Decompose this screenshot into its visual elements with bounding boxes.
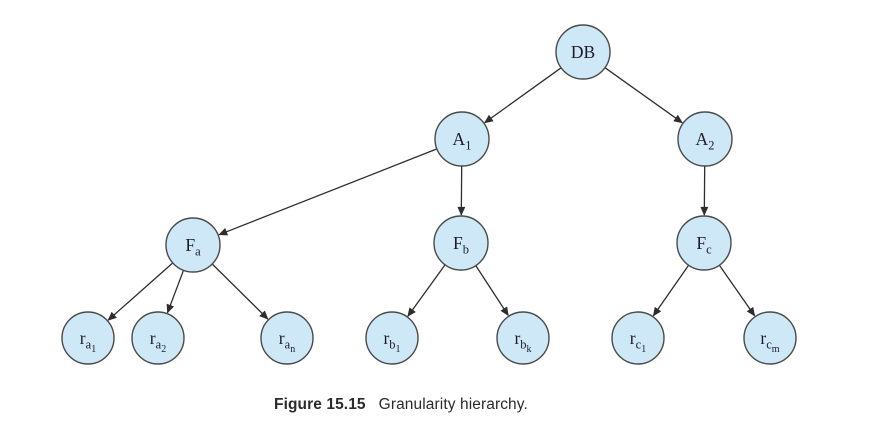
edge-Fc-rcm: [718, 264, 756, 317]
edge-Fa-ra1: [107, 262, 174, 321]
node-label-rcm: rcm: [760, 328, 779, 355]
node-rc1: [611, 311, 665, 365]
edge-Fb-rb1: [407, 264, 446, 317]
node-label-Fc: Fc: [696, 233, 712, 257]
node-rbk: [496, 311, 550, 365]
node-Fa: [165, 217, 221, 273]
figure-caption-text: Granularity hierarchy.: [378, 396, 528, 413]
node-A2: [677, 111, 733, 167]
node-Fb: [433, 215, 489, 271]
node-rcm: [743, 311, 797, 365]
node-DB: [555, 24, 611, 80]
node-rb1: [365, 311, 419, 365]
node-label-Fa: Fa: [185, 235, 201, 259]
figure-caption-label: Figure 15.15: [274, 396, 366, 413]
edge-A1-Fa: [218, 148, 438, 236]
node-label-DB: DB: [571, 42, 595, 62]
node-ra2: [131, 311, 185, 365]
node-ran: [260, 311, 314, 365]
edge-Fa-ra2: [166, 270, 185, 314]
edge-Fc-rc1: [652, 264, 690, 317]
node-label-Fb: Fb: [453, 233, 469, 257]
figure-caption: Figure 15.15 Granularity hierarchy.: [274, 396, 528, 414]
edge-DB-A2: [604, 67, 683, 124]
node-label-rb1: rb1: [383, 328, 400, 355]
node-Fc: [676, 215, 732, 271]
node-label-ra2: ra2: [150, 328, 166, 355]
node-ra1: [61, 311, 115, 365]
edge-DB-A1: [483, 67, 562, 124]
node-label-A1: A1: [453, 129, 472, 153]
node-A1: [434, 111, 490, 167]
node-label-rbk: rbk: [514, 328, 531, 355]
node-label-A2: A2: [696, 129, 715, 153]
node-label-ran: ran: [279, 328, 295, 355]
edge-Fa-ran: [211, 263, 269, 320]
node-label-rc1: rc1: [630, 328, 646, 355]
edge-Fb-rbk: [475, 265, 509, 317]
node-label-ra1: ra1: [80, 328, 96, 355]
